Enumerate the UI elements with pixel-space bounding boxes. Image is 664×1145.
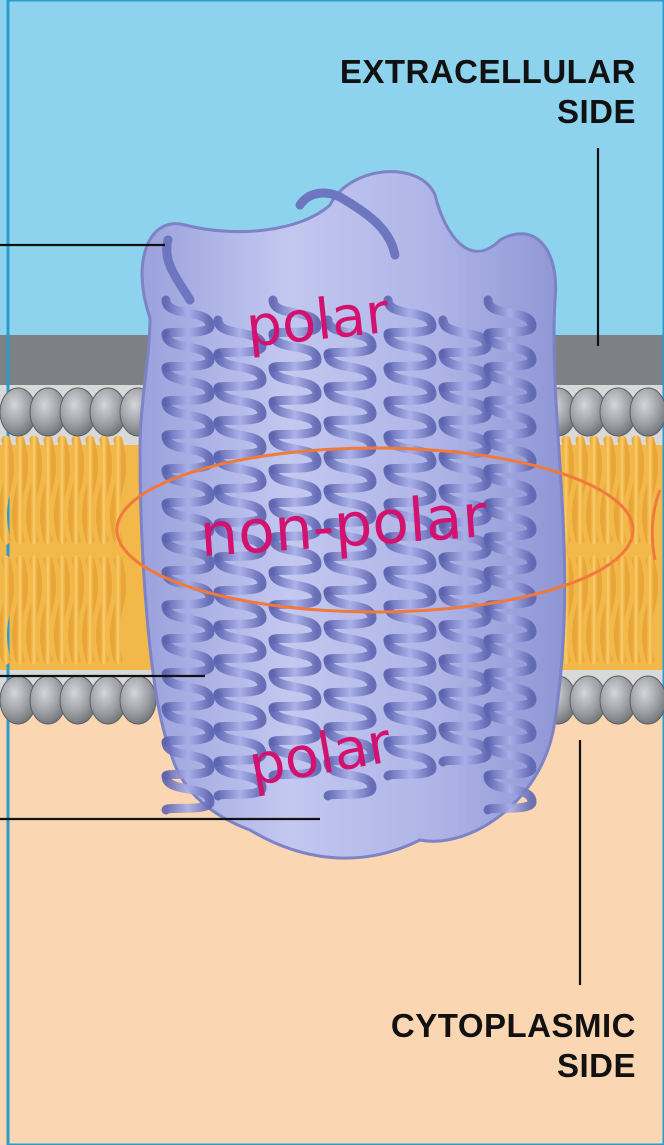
cytoplasmic-label-line1: CYTOPLASMIC	[391, 1006, 636, 1046]
lipid-head	[630, 388, 664, 436]
cytoplasmic-label-line2: SIDE	[391, 1046, 636, 1086]
extracellular-side-label: EXTRACELLULAR SIDE	[340, 52, 636, 133]
extracellular-label-line2: SIDE	[340, 92, 636, 132]
cytoplasmic-side-label: CYTOPLASMIC SIDE	[391, 1006, 636, 1087]
extracellular-label-line1: EXTRACELLULAR	[340, 52, 636, 92]
lipid-head	[630, 676, 664, 724]
lipid-head	[120, 676, 156, 724]
